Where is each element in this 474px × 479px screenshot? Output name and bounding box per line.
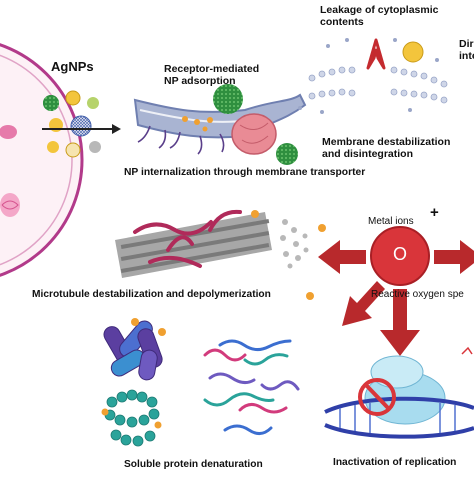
nanoparticle-icon: [43, 90, 101, 158]
ros-label: Reactive oxygen spe: [371, 289, 464, 300]
protein-icon: [101, 318, 300, 447]
prohibited-icon: [358, 378, 396, 416]
agnps-label: AgNPs: [51, 59, 94, 74]
ros-symbol: O: [393, 244, 408, 264]
cell-icon: [0, 43, 84, 277]
metal-ions-label: Metal ions: [368, 216, 414, 227]
replication-label: Inactivation of replication: [333, 457, 457, 468]
protein-denaturation-label: Soluble protein denaturation: [124, 459, 263, 470]
arrow-icon: [42, 124, 121, 134]
dna-icon: [324, 396, 474, 439]
ros-icon: [318, 226, 474, 356]
internalization-label: NP internalization through membrane tran…: [124, 167, 366, 178]
arrow-icon: [461, 346, 473, 355]
membrane-icon: [133, 84, 307, 165]
microtubule-label: Microtubule destabilization and depolyme…: [32, 289, 271, 300]
nanoparticle-icon: [318, 224, 326, 232]
membrane-icon: [298, 38, 448, 114]
nanoparticle-icon: [306, 292, 314, 300]
plus-sign: +: [430, 204, 439, 221]
microtubule-icon: [115, 209, 309, 278]
receptor-label: Receptor-mediated NP adsorption: [164, 63, 260, 88]
direct-label: Dir inte: [459, 38, 474, 63]
membrane-destabilization-label: Membrane destabilization and disintegrat…: [322, 136, 451, 161]
leakage-label: Leakage of cytoplasmic contents: [320, 4, 439, 29]
